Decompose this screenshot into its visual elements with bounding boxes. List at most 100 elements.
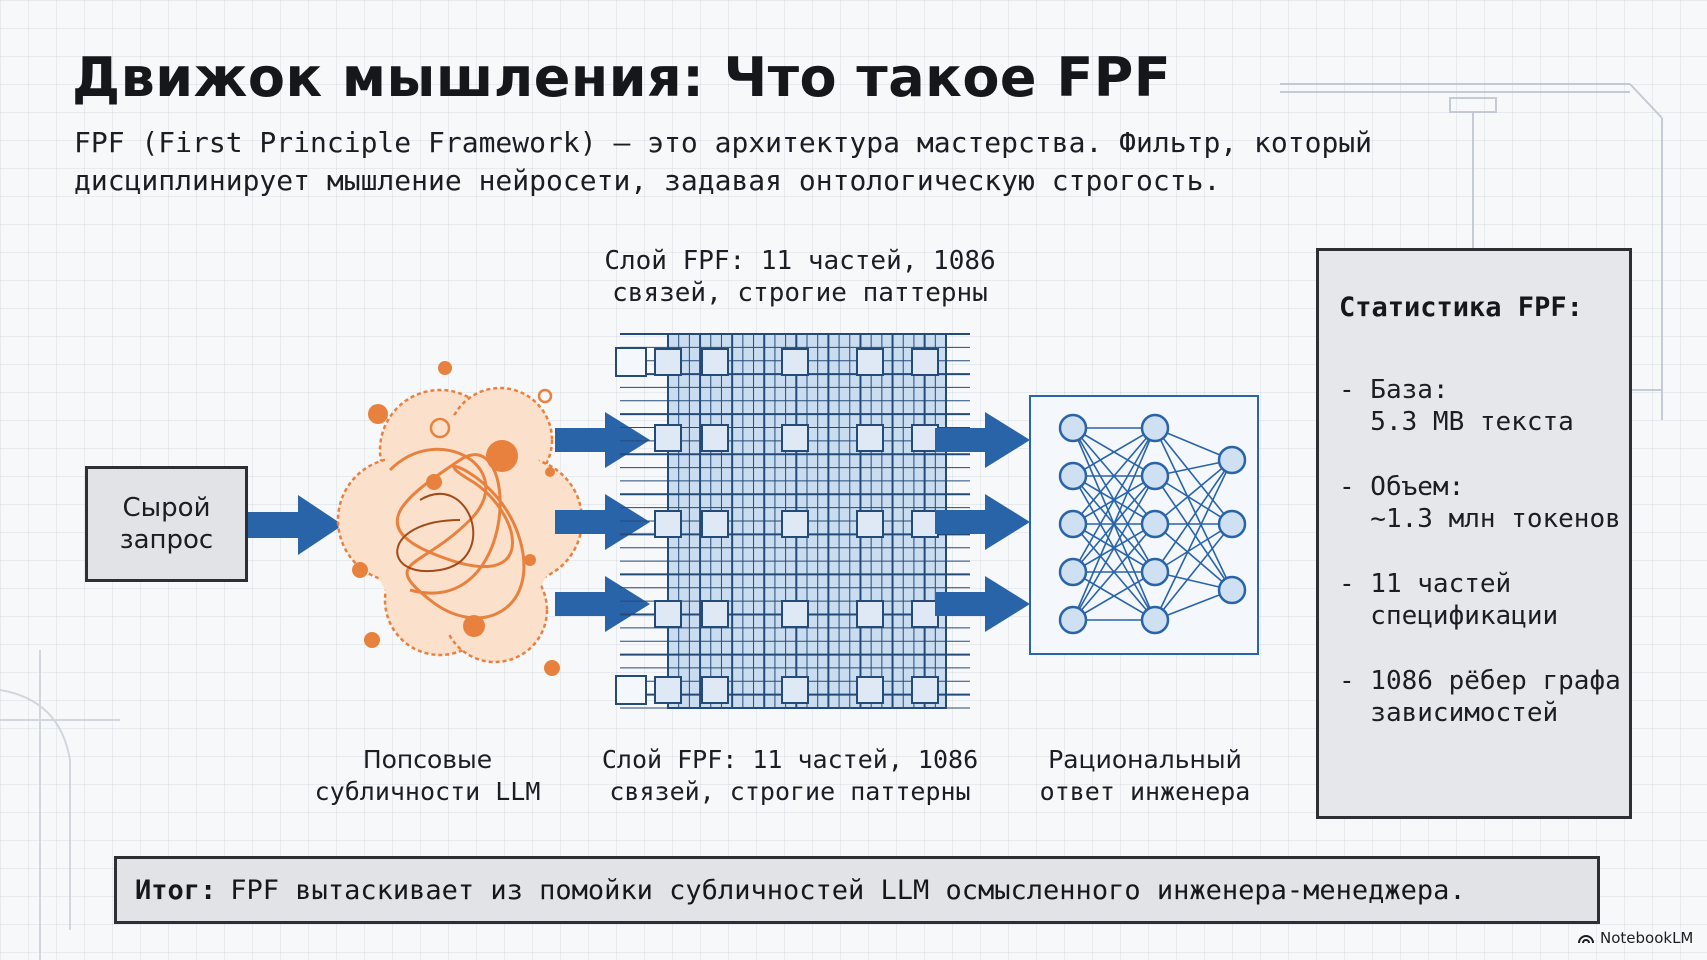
network-edge xyxy=(1154,475,1233,591)
grid-node xyxy=(701,510,729,538)
fpf-layer-title-line-1: Слой FPF: 11 частей, 1086 xyxy=(604,246,996,276)
network-edge xyxy=(1072,571,1156,621)
grid-node xyxy=(654,510,682,538)
grid-node xyxy=(856,348,884,376)
grid-node xyxy=(856,676,884,704)
chaos-dot xyxy=(364,632,380,648)
subtitle-line-2: дисциплинирует мышление нейросети, задав… xyxy=(74,164,1221,197)
grid-node xyxy=(781,676,809,704)
subtitle-line-1: FPF (First Principle Framework) — это ар… xyxy=(74,126,1373,159)
grid-node xyxy=(911,424,939,452)
grid-node xyxy=(856,510,884,538)
network-node xyxy=(1058,557,1088,587)
chaos-scribble xyxy=(388,447,526,620)
grid-node-outer xyxy=(615,347,647,377)
chaos-dot xyxy=(545,467,555,477)
summary-bar: Итог: FPF вытаскивает из помойки субличн… xyxy=(114,856,1600,924)
arrow-chaos-to-layer-1 xyxy=(555,412,650,468)
summary-text: FPF вытаскивает из помойки субличностей … xyxy=(230,874,1466,906)
grid-node xyxy=(911,348,939,376)
network-node xyxy=(1140,509,1170,539)
grid-node xyxy=(911,676,939,704)
caption-pop-personas-line-1: Попсовые xyxy=(362,745,493,774)
grid-node xyxy=(701,348,729,376)
network-node xyxy=(1217,445,1247,475)
arrow-input-to-chaos xyxy=(248,495,343,555)
arrow-layer-to-network-2 xyxy=(935,494,1030,550)
chaos-ring xyxy=(429,417,451,439)
brand-name: NotebookLM xyxy=(1600,929,1694,947)
grid-node xyxy=(701,600,729,628)
grid-node xyxy=(701,424,729,452)
network-edge xyxy=(1072,427,1156,573)
network-node xyxy=(1217,509,1247,539)
grid-node xyxy=(911,510,939,538)
grid-node xyxy=(911,600,939,628)
caption-fpf-layer-line-1: Слой FPF: 11 частей, 1086 xyxy=(601,745,979,774)
network-edge xyxy=(1154,523,1233,621)
network-edge xyxy=(1072,427,1156,477)
grid-node xyxy=(654,424,682,452)
chaos-core xyxy=(367,415,557,635)
chaos-dot xyxy=(368,404,388,424)
grid-node xyxy=(781,424,809,452)
grid-node xyxy=(781,600,809,628)
raw-request-box: Сырой запрос xyxy=(85,466,248,582)
network-edge xyxy=(1072,475,1156,621)
chaos-dot xyxy=(524,554,536,566)
network-edge xyxy=(1154,523,1233,573)
fpf-layer-title-line-2: связей, строгие паттерны xyxy=(612,278,988,308)
grid-node xyxy=(856,600,884,628)
network-edge xyxy=(1154,427,1233,591)
network-node xyxy=(1140,605,1170,635)
page-title: Движок мышления: Что такое FPF xyxy=(72,46,1172,109)
network-edge xyxy=(1072,427,1156,621)
grid-node-outer xyxy=(615,675,647,705)
network-node xyxy=(1058,413,1088,443)
caption-engineer-answer-line-1: Рациональный xyxy=(1048,745,1242,774)
caption-engineer-answer-line-2: ответ инженера xyxy=(1039,777,1251,806)
network-edge xyxy=(1154,427,1233,525)
caption-fpf-layer-line-2: связей, строгие паттерны xyxy=(609,777,971,806)
chaos-dot xyxy=(486,440,518,472)
stats-panel xyxy=(1316,248,1632,819)
network-edge xyxy=(1154,475,1233,525)
stat-item-edges: - 1086 рёбер графа зависимостей xyxy=(1339,666,1621,728)
stat-item-base: - База: 5.3 MB текста xyxy=(1339,375,1574,437)
network-node xyxy=(1217,575,1247,605)
caption-pop-personas-line-2: субличности LLM xyxy=(314,777,541,806)
network-node xyxy=(1058,605,1088,635)
grid-node xyxy=(654,600,682,628)
brand-watermark: NotebookLM xyxy=(1578,929,1693,947)
grid-node xyxy=(781,510,809,538)
notebooklm-logo-icon xyxy=(1578,935,1594,944)
network-node xyxy=(1058,461,1088,491)
rational-neural-network xyxy=(1058,413,1247,635)
chaos-cloud-llm-personas xyxy=(336,361,584,676)
fpf-layer-grid xyxy=(615,333,970,709)
grid-node xyxy=(654,348,682,376)
grid-node xyxy=(856,424,884,452)
stats-title: Статистика FPF: xyxy=(1339,292,1583,323)
stat-item-parts: - 11 частей спецификации xyxy=(1339,569,1559,631)
network-edge xyxy=(1154,459,1233,573)
blueprint-decoration-bottom-left xyxy=(0,650,120,960)
chaos-dot xyxy=(438,361,452,375)
chaos-scribble-inner xyxy=(396,492,475,573)
network-edge xyxy=(1154,459,1233,525)
arrow-chaos-to-layer-3 xyxy=(555,576,650,632)
chaos-dot xyxy=(352,562,368,578)
network-edge xyxy=(1154,459,1233,621)
grid-node xyxy=(701,676,729,704)
chaos-dot xyxy=(544,660,560,676)
arrow-layer-to-network-3 xyxy=(935,576,1030,632)
arrow-layer-to-network-1 xyxy=(935,412,1030,468)
network-node xyxy=(1058,509,1088,539)
grid-node xyxy=(781,348,809,376)
chaos-dot xyxy=(426,474,442,490)
chaos-dot xyxy=(463,615,485,637)
summary-label: Итог: xyxy=(135,874,217,906)
stat-item-volume: - Объем: ~1.3 млн токенов xyxy=(1339,472,1621,534)
network-edge xyxy=(1072,427,1156,525)
